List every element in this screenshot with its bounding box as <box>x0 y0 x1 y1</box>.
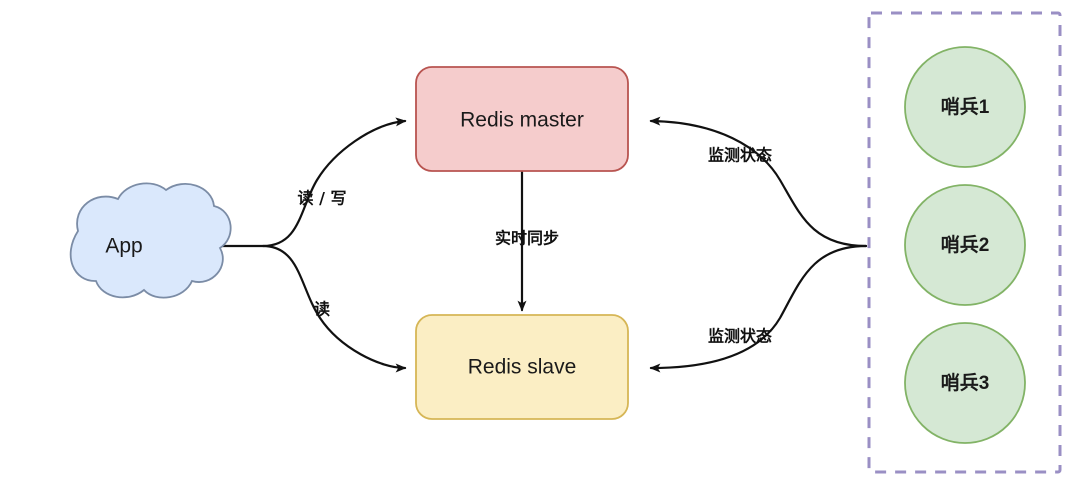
node-sentinel-3[interactable]: 哨兵3 <box>904 322 1026 444</box>
sentinel-1-label: 哨兵1 <box>941 96 990 118</box>
sentinel-2-label: 哨兵2 <box>941 234 990 256</box>
edge-label-realtime-sync: 实时同步 <box>495 229 559 248</box>
edge-app-to-master <box>220 117 407 248</box>
sentinel-group-box <box>867 11 1062 474</box>
edge-label-read-write: 读 / 写 <box>298 189 347 208</box>
edge-label-read: 读 <box>314 300 330 319</box>
node-app[interactable]: App <box>69 182 232 299</box>
sentinel-3-circle <box>904 322 1026 444</box>
master-label: Redis master <box>460 109 584 132</box>
sentinel-1-circle <box>904 46 1026 168</box>
app-label: App <box>105 235 142 258</box>
sentinel-2-circle <box>904 184 1026 306</box>
slave-box <box>415 314 629 420</box>
cloud-shape <box>69 182 232 299</box>
edge-sentinel-to-master <box>649 116 868 248</box>
node-sentinel-1[interactable]: 哨兵1 <box>904 46 1026 168</box>
sentinel-3-label: 哨兵3 <box>941 372 990 394</box>
edge-label-monitor-master: 监测状态 <box>708 146 772 165</box>
slave-label: Redis slave <box>468 356 577 379</box>
master-box <box>415 66 629 172</box>
node-redis-slave[interactable]: Redis slave <box>415 314 629 420</box>
node-redis-master[interactable]: Redis master <box>415 66 629 172</box>
edge-sentinel-to-slave <box>649 244 868 373</box>
node-sentinel-2[interactable]: 哨兵2 <box>904 184 1026 306</box>
edge-app-to-slave <box>261 244 407 373</box>
edge-label-monitor-slave: 监测状态 <box>708 327 772 346</box>
